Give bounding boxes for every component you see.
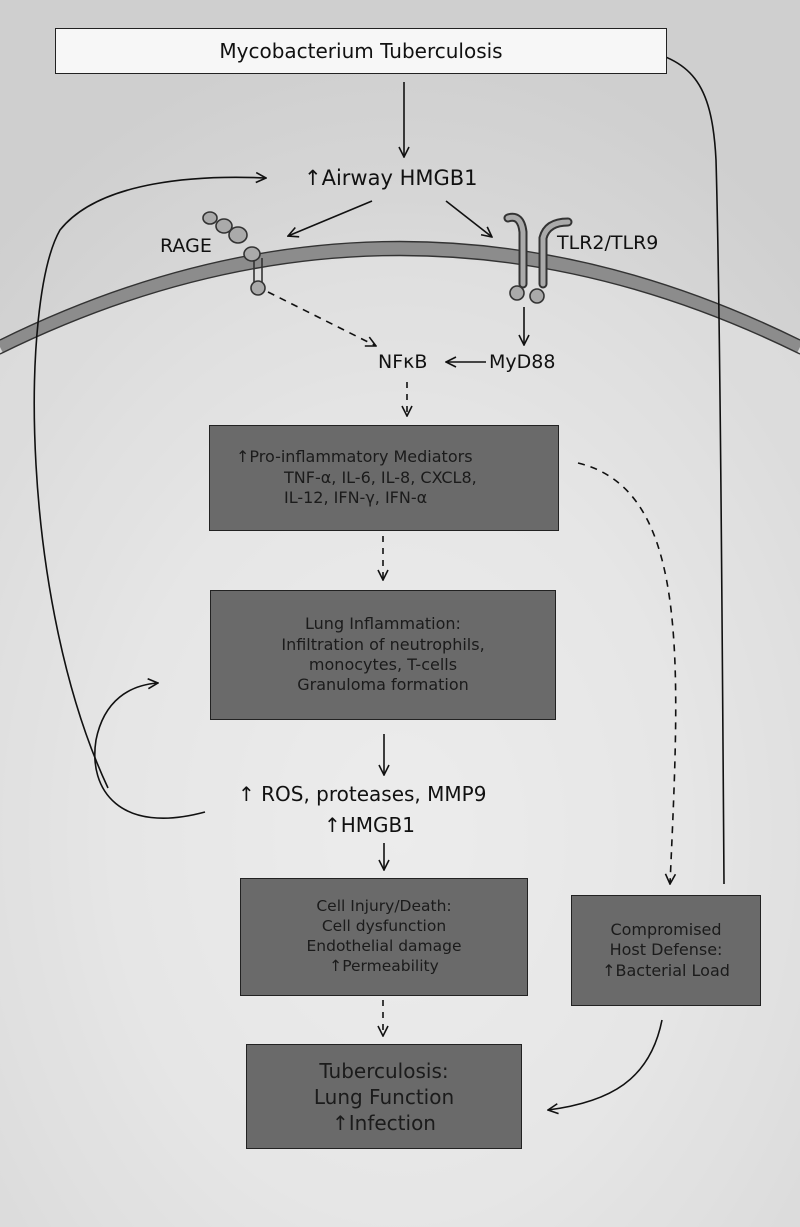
cell-membrane (0, 241, 800, 354)
tuberculosis-box: Tuberculosis: Lung Function ↑Infection (246, 1044, 522, 1149)
host-defense-title-1: Compromised (610, 919, 722, 939)
arrow-hmgb1-to-rage (288, 200, 373, 236)
inflammation-line-3: Granuloma formation (297, 675, 469, 695)
injury-line-2: Endothelial damage (306, 937, 462, 955)
arrow-host-defense-to-mtb (636, 48, 725, 885)
hmgb1-label: ↑HMGB1 (324, 813, 415, 837)
inflammation-line-2: monocytes, T-cells (308, 655, 458, 674)
host-defense-title-2: Host Defense: (609, 940, 723, 960)
injury-line-3: ↑Permeability (329, 956, 439, 975)
airway-hmgb1-label: ↑Airway HMGB1 (304, 166, 478, 190)
inflammation-line-1: Infiltration of neutrophils, (281, 634, 485, 654)
tlr-label: TLR2/TLR9 (557, 232, 659, 254)
inflammation-box: Lung Inflammation: Infiltration of neutr… (210, 590, 556, 720)
tb-title: Tuberculosis: (319, 1058, 449, 1083)
myd88-label: MyD88 (489, 351, 556, 373)
mediators-line-1: TNF-α, IL-6, IL-8, CXCL8, (284, 467, 477, 487)
tlr-receptor-icon (503, 212, 573, 304)
rage-receptor-icon (202, 211, 266, 296)
host-defense-box: Compromised Host Defense: ↑Bacterial Loa… (571, 895, 761, 1006)
tb-line-1: Lung Function (313, 1084, 455, 1109)
mtb-box: Mycobacterium Tuberculosis (55, 28, 667, 74)
injury-box: Cell Injury/Death: Cell dysfunction Endo… (240, 878, 528, 996)
injury-title: Cell Injury/Death: (316, 897, 452, 916)
arrow-hmgb1-to-tlr (445, 200, 492, 237)
nfkb-label: NFκB (378, 351, 428, 373)
injury-line-1: Cell dysfunction (321, 917, 447, 936)
arrow-ros-feedback-to-airway-hmgb1 (33, 177, 266, 789)
arrow-host-defense-to-tb (548, 1019, 663, 1110)
mediators-box: ↑Pro-inflammatory Mediators TNF-α, IL-6,… (209, 425, 559, 531)
mediators-line-2: IL-12, IFN-γ, IFN-α (284, 488, 428, 508)
rage-label: RAGE (160, 235, 212, 257)
arrow-mediators-to-host-defense (577, 462, 677, 884)
host-defense-line-1: ↑Bacterial Load (602, 960, 730, 980)
inflammation-title: Lung Inflammation: (305, 614, 461, 634)
mediators-title: ↑Pro-inflammatory Mediators (236, 447, 473, 467)
arrow-ros-loop-to-inflammation (94, 683, 206, 819)
tb-line-2: ↑Infection (332, 1110, 436, 1135)
mtb-title: Mycobacterium Tuberculosis (219, 39, 503, 63)
ros-label: ↑ ROS, proteases, MMP9 (238, 782, 487, 806)
